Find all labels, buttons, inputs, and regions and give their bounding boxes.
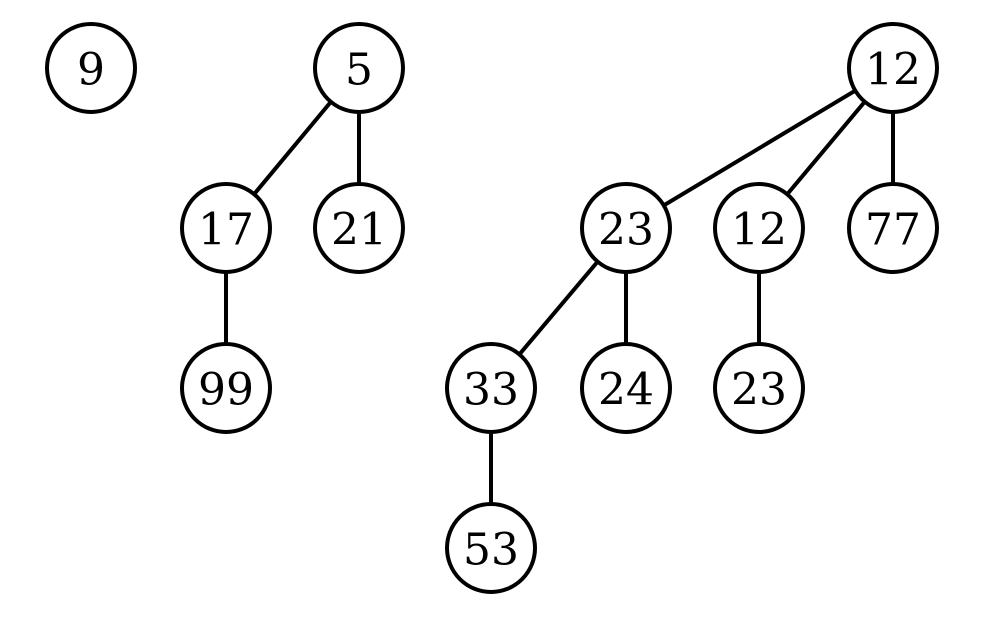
nodes-layer: 9 5 17 21 99 12 23 12 77 33 24 23 53: [45, 22, 939, 594]
node-label: 21: [331, 205, 387, 256]
node-n12b: 12: [713, 182, 805, 274]
node-circle: [180, 182, 272, 274]
node-label: 23: [598, 205, 654, 256]
node-n23a: 23: [580, 182, 672, 274]
node-label: 5: [345, 45, 373, 96]
node-n99: 99: [180, 342, 272, 434]
node-circle: [580, 182, 672, 274]
node-n12a: 12: [847, 22, 939, 114]
node-circle: [445, 502, 537, 594]
node-n5: 5: [313, 22, 405, 114]
node-label: 24: [598, 365, 654, 416]
node-circle: [313, 182, 405, 274]
edges-layer: [224, 66, 895, 548]
node-n23b: 23: [713, 342, 805, 434]
node-label: 77: [865, 205, 921, 256]
edge-n12a-n23a: [624, 66, 895, 230]
node-circle: [180, 342, 272, 434]
node-label: 9: [77, 45, 105, 96]
node-n9: 9: [45, 22, 137, 114]
node-label: 99: [198, 365, 254, 416]
node-circle: [580, 342, 672, 434]
node-n24: 24: [580, 342, 672, 434]
node-circle: [45, 22, 137, 114]
node-n21: 21: [313, 182, 405, 274]
node-circle: [713, 182, 805, 274]
node-n33: 33: [445, 342, 537, 434]
node-label: 17: [198, 205, 254, 256]
node-n53: 53: [445, 502, 537, 594]
node-circle: [445, 342, 537, 434]
node-circle: [713, 342, 805, 434]
node-label: 12: [731, 205, 787, 256]
node-n17: 17: [180, 182, 272, 274]
node-n77: 77: [847, 182, 939, 274]
node-label: 53: [463, 525, 519, 576]
node-circle: [313, 22, 405, 114]
node-circle: [847, 22, 939, 114]
node-circle: [847, 182, 939, 274]
node-label: 12: [865, 45, 921, 96]
node-label: 23: [731, 365, 787, 416]
node-label: 33: [463, 365, 519, 416]
